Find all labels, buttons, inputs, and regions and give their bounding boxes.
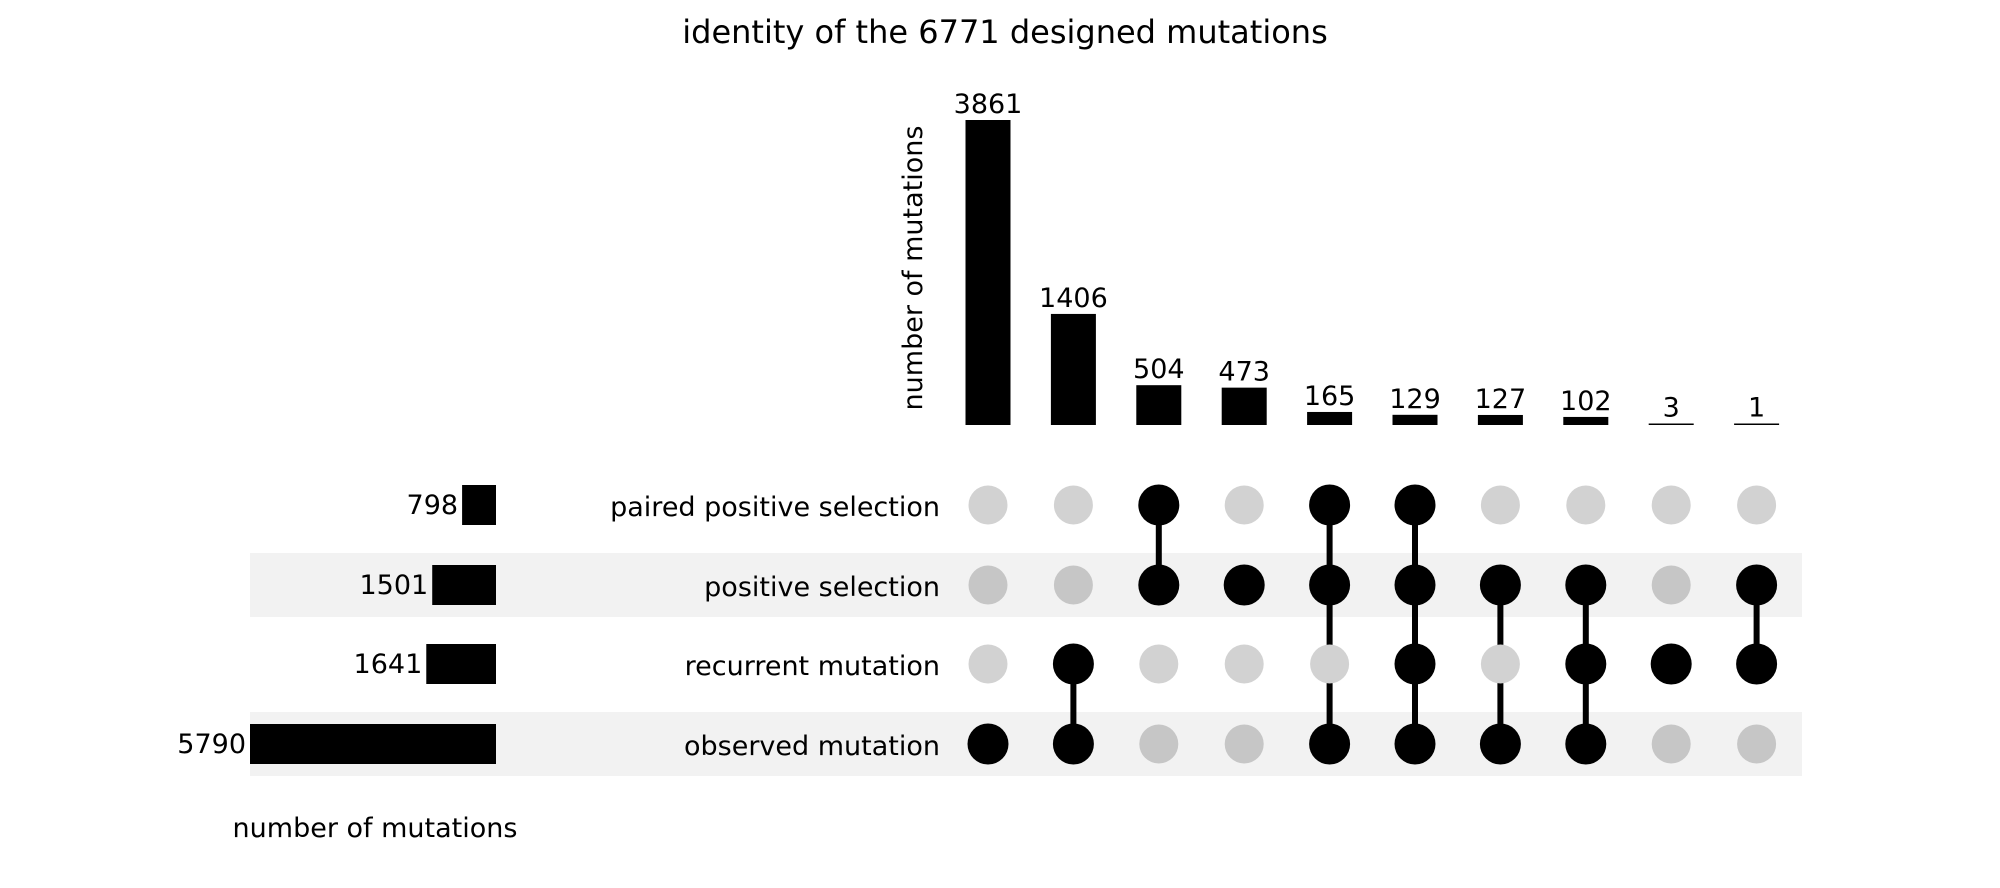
set-name-label: observed mutation <box>684 731 940 762</box>
membership-dot-active <box>1736 643 1778 685</box>
membership-dot-inactive <box>1139 644 1179 684</box>
intersection-bar <box>1221 387 1267 425</box>
set-size-bars: 798 1501 1641 5790 <box>177 485 496 764</box>
membership-dot-active <box>1394 723 1436 765</box>
membership-dot-active <box>1052 643 1094 685</box>
membership-dot-active <box>1479 723 1521 765</box>
membership-dot-inactive <box>1139 724 1179 764</box>
membership-dot-inactive <box>1566 485 1606 525</box>
membership-dot-active <box>1309 484 1351 526</box>
membership-dot-inactive <box>1224 644 1264 684</box>
membership-dot-inactive <box>1737 724 1777 764</box>
membership-dot-active <box>1394 484 1436 526</box>
membership-dot-active <box>1223 564 1265 606</box>
membership-dot-active <box>1138 484 1180 526</box>
intersection-count-label: 1 <box>1748 393 1765 424</box>
set-name-label: recurrent mutation <box>685 651 940 682</box>
membership-dot-active <box>1138 564 1180 606</box>
intersection-bar <box>1648 423 1694 425</box>
membership-dot-active <box>1565 643 1607 685</box>
chart-title: identity of the 6771 designed mutations <box>682 13 1327 51</box>
membership-dot-inactive <box>1651 724 1691 764</box>
set-name-label: paired positive selection <box>610 492 940 523</box>
intersection-bar <box>1050 313 1096 425</box>
membership-dot-inactive <box>1053 485 1093 525</box>
membership-dot-active <box>1394 643 1436 685</box>
intersection-count-label: 129 <box>1389 384 1441 415</box>
intersection-count-label: 3 <box>1663 393 1680 424</box>
row-stripe <box>250 553 1802 617</box>
set-labels: paired positive selection positive select… <box>610 492 940 762</box>
membership-dot-active <box>1565 564 1607 606</box>
intersection-count-label: 473 <box>1218 357 1270 388</box>
membership-dot-active <box>1565 723 1607 765</box>
row-stripe <box>250 712 1802 776</box>
membership-dot-active <box>1650 643 1692 685</box>
membership-dot-inactive <box>1480 485 1520 525</box>
membership-dot-inactive <box>1224 724 1264 764</box>
set-size-axis-label: number of mutations <box>233 813 518 844</box>
row-stripes <box>250 553 1802 776</box>
intersection-bar <box>1136 385 1182 425</box>
membership-dot-active <box>1736 564 1778 606</box>
intersection-bar <box>1563 416 1609 425</box>
membership-dot-inactive <box>1053 565 1093 605</box>
membership-dot-active <box>1052 723 1094 765</box>
membership-dot-active <box>1394 564 1436 606</box>
membership-dot-active <box>1479 564 1521 606</box>
set-size-bar <box>426 644 496 684</box>
intersection-count-label: 165 <box>1304 381 1356 412</box>
membership-dot-inactive <box>1651 565 1691 605</box>
membership-dot-inactive <box>1651 485 1691 525</box>
membership-dot-inactive <box>968 565 1008 605</box>
set-name-label: positive selection <box>704 572 940 603</box>
intersection-count-label: 1406 <box>1039 283 1108 314</box>
set-size-label: 798 <box>407 490 459 521</box>
set-size-label: 1501 <box>360 570 429 601</box>
set-size-label: 5790 <box>177 729 246 760</box>
intersection-count-label: 127 <box>1475 384 1527 415</box>
intersection-bar <box>1477 414 1523 425</box>
membership-dot-active <box>1309 564 1351 606</box>
membership-matrix <box>967 484 1778 765</box>
membership-dot-inactive <box>1310 644 1350 684</box>
intersection-bar <box>965 120 1011 425</box>
intersection-bars: 3861 1406 504 473 165 129 127 102 3 1 <box>954 89 1780 425</box>
intersection-axis-label: number of mutations <box>898 126 929 411</box>
set-size-bar <box>432 565 496 605</box>
membership-dot-active <box>1309 723 1351 765</box>
intersection-bar <box>1392 414 1438 425</box>
membership-dot-inactive <box>1480 644 1520 684</box>
membership-dot-inactive <box>968 644 1008 684</box>
set-size-label: 1641 <box>354 649 423 680</box>
membership-dot-inactive <box>1224 485 1264 525</box>
set-size-bar <box>462 485 496 525</box>
membership-dot-inactive <box>968 485 1008 525</box>
intersection-bar <box>1307 411 1353 425</box>
intersection-count-label: 504 <box>1133 354 1185 385</box>
membership-dot-inactive <box>1737 485 1777 525</box>
intersection-bar <box>1734 423 1780 425</box>
intersection-count-label: 3861 <box>954 89 1023 120</box>
intersection-count-label: 102 <box>1560 386 1612 417</box>
membership-dot-active <box>967 723 1009 765</box>
set-size-bar <box>250 724 496 764</box>
